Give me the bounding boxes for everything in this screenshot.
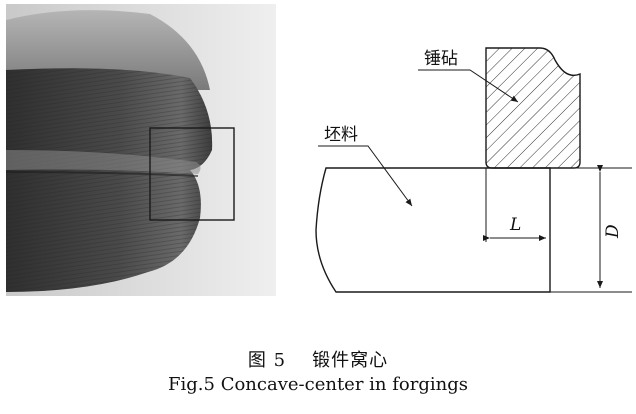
forging-diagram	[315, 47, 632, 293]
anvil-label: 锤砧	[424, 49, 458, 69]
forging-photo	[5, 4, 276, 296]
concave-groove	[6, 150, 201, 174]
caption-english: Fig.5 Concave-center in forgings	[168, 374, 468, 395]
forging-texture	[6, 68, 213, 292]
caption-figure-number: 图 5	[247, 350, 287, 371]
blank-leader	[318, 145, 413, 207]
blank-workpiece	[315, 167, 551, 293]
inspection-rectangle	[149, 127, 235, 221]
dim-L-label: L	[509, 215, 521, 235]
caption-chinese-title: 锻件窝心	[312, 350, 389, 371]
caption-chinese: 图 5 锻件窝心	[0, 346, 636, 372]
dim-D-label: D	[603, 224, 623, 239]
anvil-leader	[418, 69, 519, 103]
anvil-shape	[485, 47, 581, 169]
groove-shadow	[5, 171, 199, 177]
blank-label: 坯料	[324, 125, 358, 145]
